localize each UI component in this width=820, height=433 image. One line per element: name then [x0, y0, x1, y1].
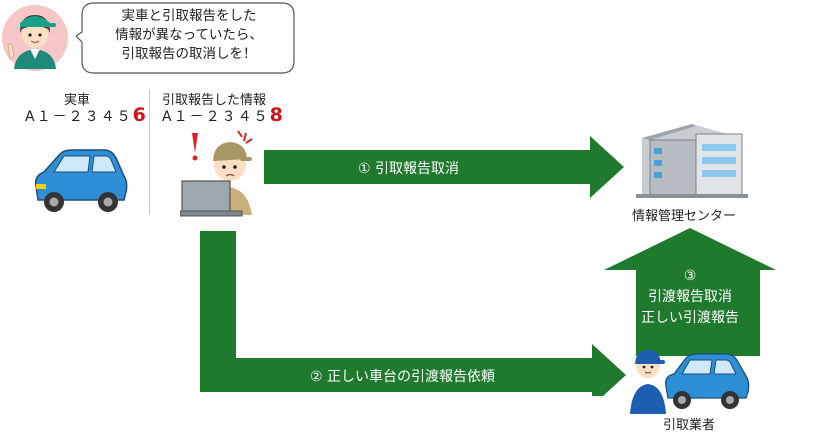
reported-info-code-digit: 8	[269, 104, 285, 126]
reported-info-title: 引取報告した情報	[162, 93, 267, 108]
actual-car-code-prefix: A１－２３４５	[25, 109, 133, 125]
reported-info-code: A１－２３４５8	[162, 104, 285, 126]
handover-report-line-1: 引渡報告取消	[648, 289, 732, 305]
worried-worker-laptop-icon	[179, 127, 264, 217]
actual-car-title: 実車	[64, 93, 91, 108]
office-building-icon	[636, 120, 748, 200]
collector-label: 引取業者	[663, 418, 716, 433]
cancel-report-label: ① 引取報告取消	[358, 161, 460, 177]
handover-report-number: ③	[683, 268, 697, 284]
collector-with-car-icon	[626, 336, 752, 414]
handover-request-label: ② 正しい車台の引渡報告依頼	[310, 369, 496, 385]
cancel-report-arrow: ① 引取報告取消	[264, 136, 624, 198]
handover-report-label: ③ 引渡報告取消 正しい引渡報告	[604, 266, 776, 329]
info-center-label: 情報管理センター	[632, 209, 737, 224]
handover-report-line-2: 正しい引渡報告	[641, 310, 739, 326]
panel-divider	[149, 90, 150, 214]
bubble-line-1: 実車と引取報告をした	[121, 8, 257, 24]
speech-bubble: 実車と引取報告をした 情報が異なっていたら、 引取報告の取消しを！	[76, 2, 298, 74]
bubble-line-2: 情報が異なっていたら、	[115, 27, 263, 43]
actual-car-code-digit: 6	[132, 104, 148, 126]
actual-car-code: A１－２３４５6	[25, 104, 148, 126]
handover-request-arrow: ② 正しい車台の引渡報告依頼	[200, 231, 626, 396]
bubble-line-3: 引取報告の取消しを！	[121, 46, 257, 62]
woman-staff-icon	[0, 3, 70, 73]
blue-car-icon	[30, 142, 130, 216]
reported-info-code-prefix: A１－２３４５	[162, 109, 270, 125]
handover-report-arrow: ③ 引渡報告取消 正しい引渡報告	[604, 228, 776, 356]
